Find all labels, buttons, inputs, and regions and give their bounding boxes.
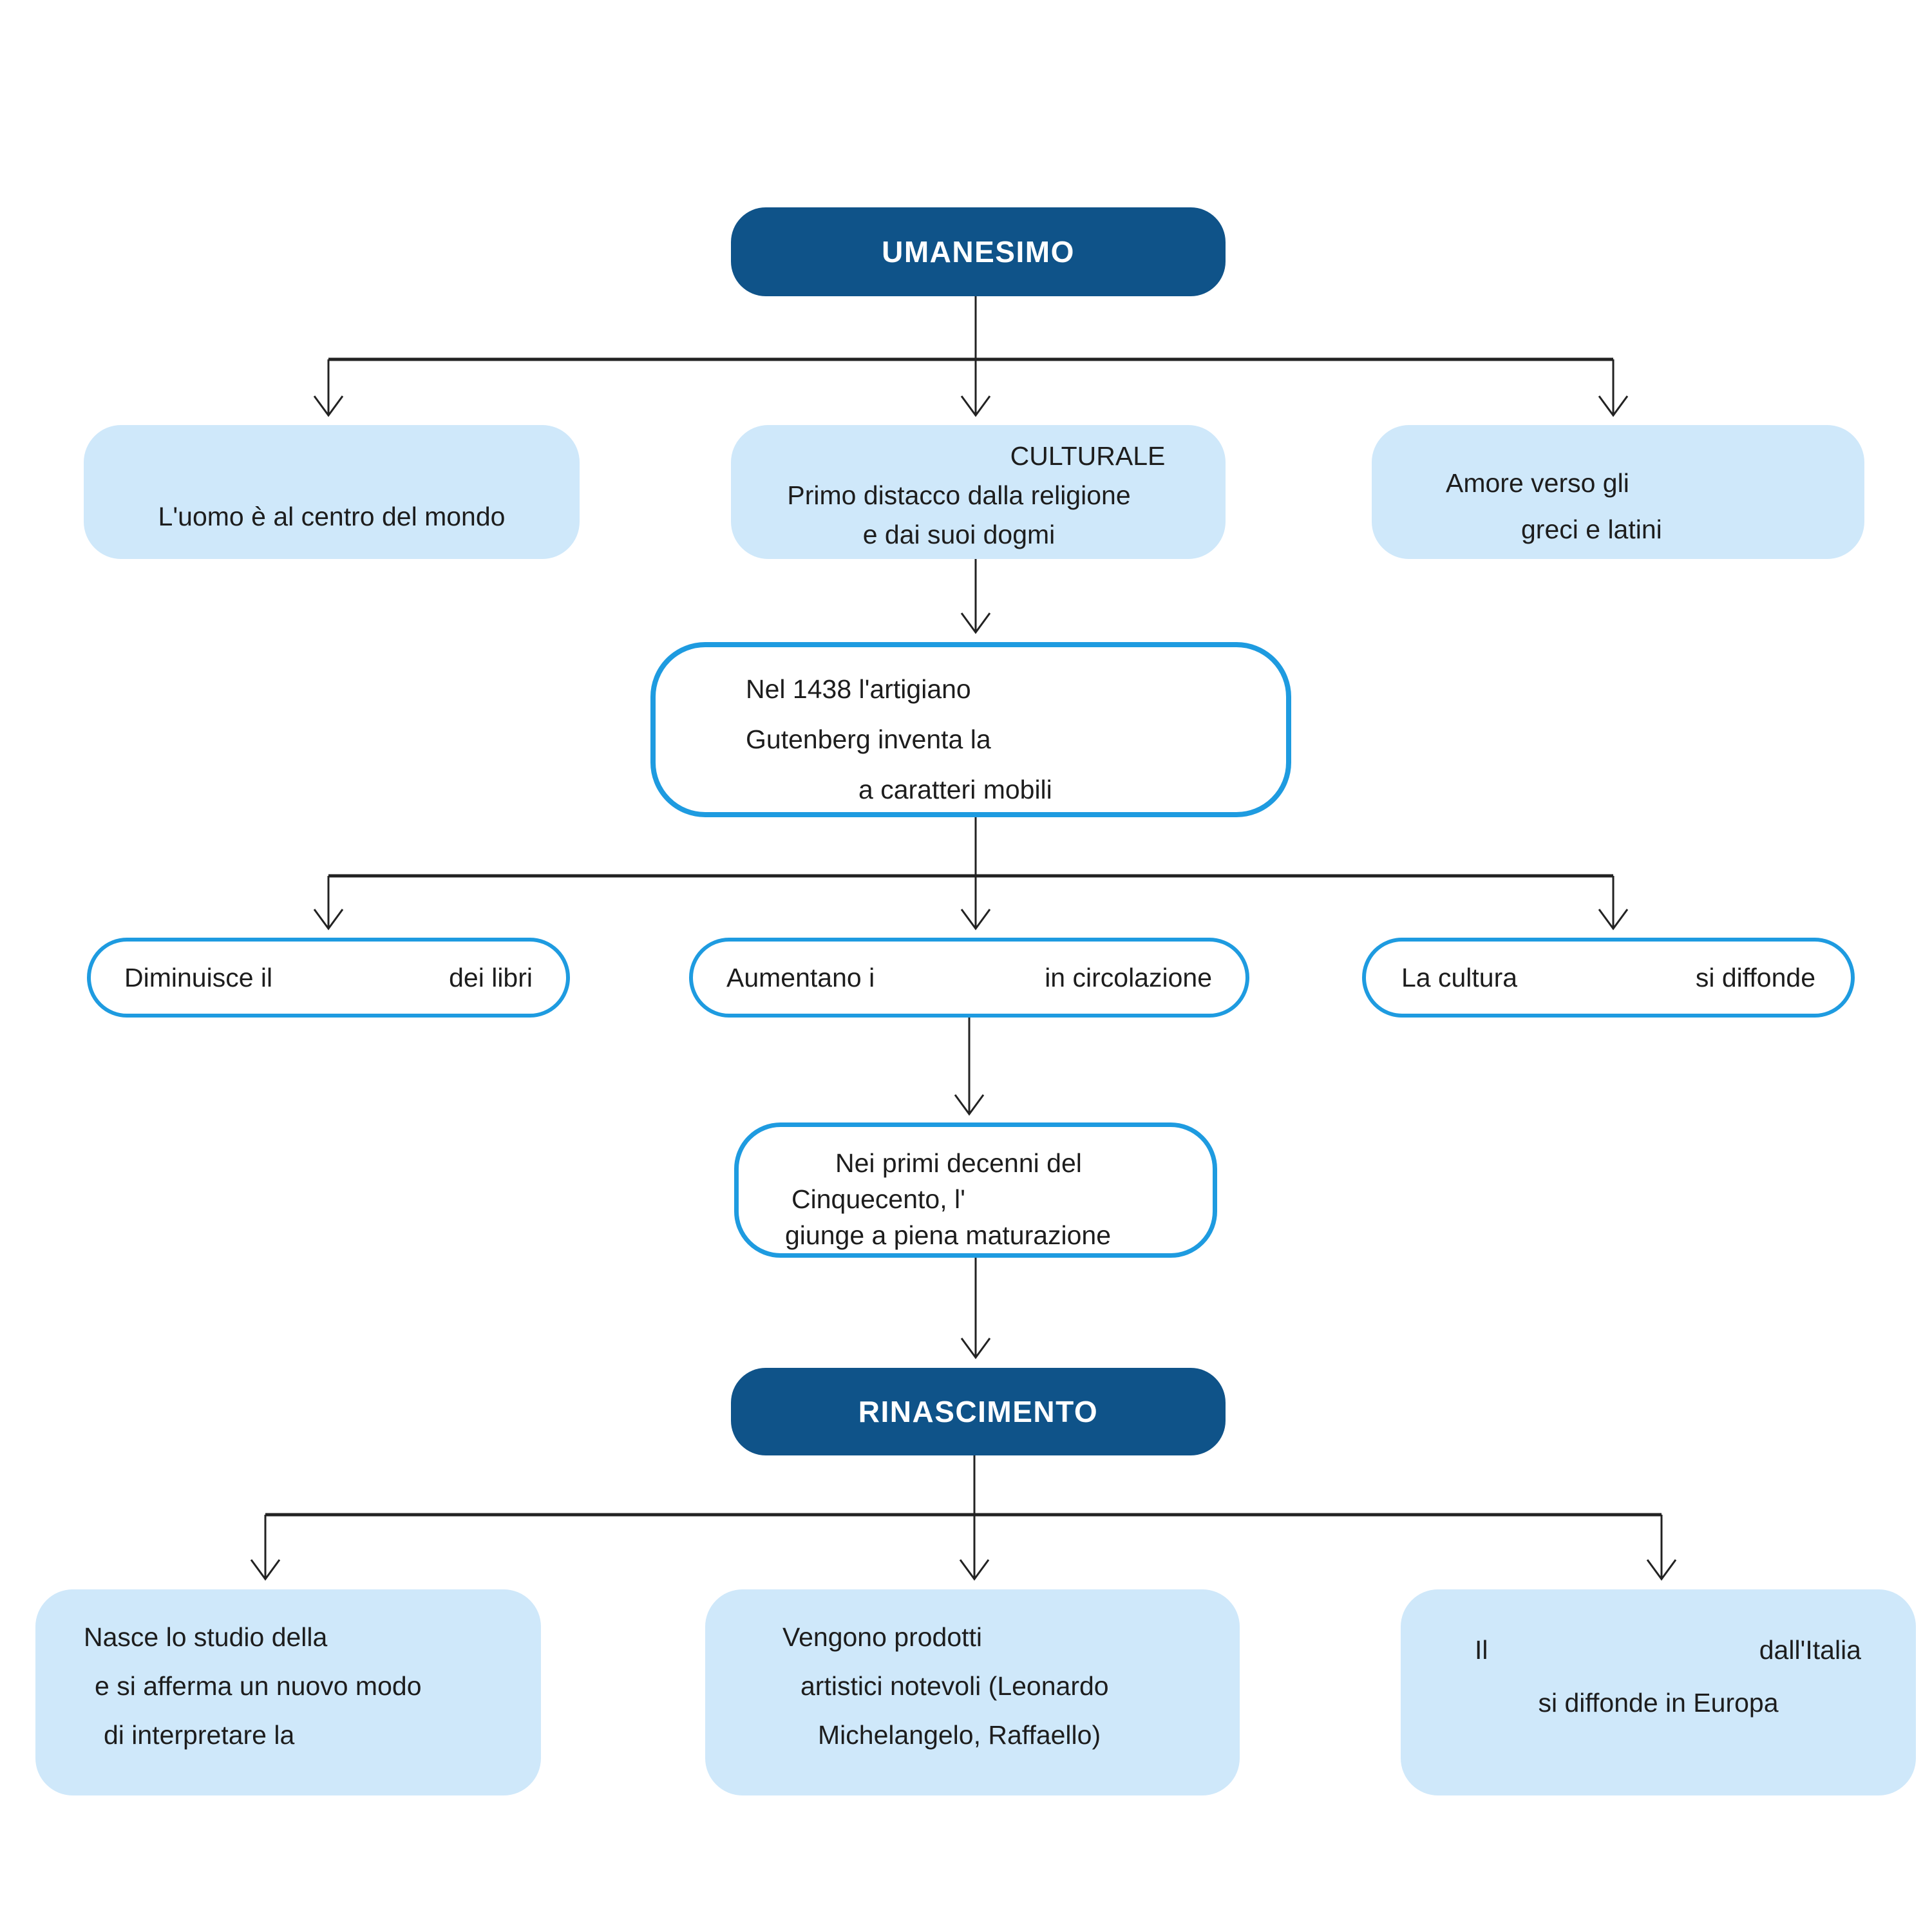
node-diffusione-europa-line1: Il dall'Italia	[1401, 1625, 1916, 1674]
node-amore-classici: Amore verso gli greci e latini	[1372, 425, 1864, 559]
node-gutenberg-line2: Gutenberg inventa la	[746, 724, 991, 754]
node-maturazione-line1: Nei primi decenni del	[835, 1148, 1082, 1178]
node-studio-natura-line2: e si afferma un nuovo modo	[95, 1671, 422, 1701]
node-capolavori-artistici-line2: artistici notevoli (Leonardo	[800, 1671, 1109, 1701]
node-maturazione-line2: Cinquecento, l'	[791, 1184, 965, 1214]
node-maturazione-line3: giunge a piena maturazione	[785, 1220, 1112, 1250]
node-maturazione: Nei primi decenni del Cinquecento, l' gi…	[734, 1122, 1217, 1258]
node-libri-circolazione: Aumentano i in circolazione	[689, 938, 1249, 1018]
node-gutenberg-line1: Nel 1438 l'artigiano	[746, 674, 971, 704]
node-prezzo-libri-right: dei libri	[449, 962, 533, 992]
node-amore-classici-line2: greci e latini	[1521, 515, 1662, 544]
node-rinascimento-label: RINASCIMENTO	[858, 1395, 1099, 1428]
node-libri-circolazione-right: in circolazione	[1045, 962, 1212, 992]
node-cultura-diffusione-left: La cultura	[1401, 962, 1518, 992]
node-diffusione-europa-line2: si diffonde in Europa	[1538, 1688, 1779, 1718]
node-amore-classici-line1: Amore verso gli	[1446, 468, 1629, 498]
node-prezzo-libri: Diminuisce il dei libri	[87, 938, 570, 1018]
node-distacco-culturale-line1: CULTURALE	[1010, 441, 1166, 471]
node-distacco-culturale-line3: e dai suoi dogmi	[862, 520, 1056, 549]
connector-rinascimento-to-children	[250, 1455, 1677, 1581]
node-gutenberg-line3: a caratteri mobili	[858, 775, 1052, 804]
node-capolavori-artistici: Vengono prodotti artistici notevoli (Leo…	[705, 1589, 1240, 1795]
node-distacco-culturale-line2: Primo distacco dalla religione	[787, 480, 1131, 510]
node-cultura-diffusione-right: si diffonde	[1695, 962, 1815, 992]
node-studio-natura: Nasce lo studio della e si afferma un nu…	[35, 1589, 541, 1795]
node-studio-natura-line1: Nasce lo studio della	[84, 1622, 328, 1652]
node-libri-circolazione-left: Aumentano i	[726, 962, 875, 992]
node-diffusione-europa-line1-left: Il	[1475, 1635, 1488, 1665]
node-rinascimento: RINASCIMENTO	[731, 1368, 1226, 1455]
node-gutenberg: Nel 1438 l'artigiano Gutenberg inventa l…	[650, 642, 1291, 817]
node-diffusione-europa-line1-right: dall'Italia	[1759, 1635, 1861, 1665]
node-cultura-diffusione: La cultura si diffonde	[1362, 938, 1855, 1018]
connector-gutenberg-to-effects	[313, 817, 1629, 931]
node-uomo-centro-text: L'uomo è al centro del mondo	[158, 502, 506, 531]
connector-umanesimo-to-children	[313, 296, 1629, 417]
node-umanesimo: UMANESIMO	[731, 207, 1226, 296]
node-capolavori-artistici-line1: Vengono prodotti	[782, 1622, 983, 1652]
node-diffusione-europa: Il dall'Italia si diffonde in Europa	[1401, 1589, 1916, 1795]
node-distacco-culturale: CULTURALE Primo distacco dalla religione…	[731, 425, 1226, 559]
node-studio-natura-line3: di interpretare la	[104, 1720, 295, 1750]
node-prezzo-libri-left: Diminuisce il	[124, 962, 273, 992]
node-capolavori-artistici-line3: Michelangelo, Raffaello)	[818, 1720, 1101, 1750]
node-umanesimo-label: UMANESIMO	[882, 235, 1075, 269]
node-uomo-centro: L'uomo è al centro del mondo	[84, 425, 580, 559]
